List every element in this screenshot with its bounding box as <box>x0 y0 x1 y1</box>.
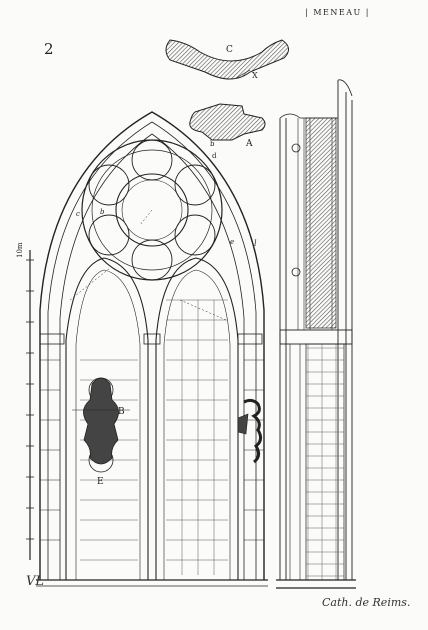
monogram: VL <box>26 574 45 589</box>
arch-label-e: e <box>230 238 234 246</box>
vertical-section <box>276 79 356 589</box>
profile-a: A b d <box>189 103 266 160</box>
side-profile <box>237 398 263 464</box>
label-x: X <box>252 71 258 80</box>
label-c: C <box>226 45 233 55</box>
label-e: E <box>97 477 104 487</box>
profile-c: C X <box>165 39 289 80</box>
arch-label-c: c <box>76 210 80 218</box>
label-d: d <box>212 152 217 160</box>
plate-number: 2 <box>44 40 54 58</box>
label-b-big: B <box>118 407 125 417</box>
section-b-e: B E <box>72 377 130 487</box>
header-title: | MENEAU | <box>305 8 370 17</box>
arch-label-l: l <box>254 239 257 248</box>
plate-caption: Cath. de Reims. <box>322 596 411 609</box>
label-b-small: b <box>210 140 215 148</box>
scale-label: 10m <box>16 242 24 258</box>
window-elevation <box>36 111 268 587</box>
arch-label-b: b <box>100 208 105 216</box>
scale-bar: 10m <box>16 242 34 560</box>
label-a: A <box>245 139 253 149</box>
